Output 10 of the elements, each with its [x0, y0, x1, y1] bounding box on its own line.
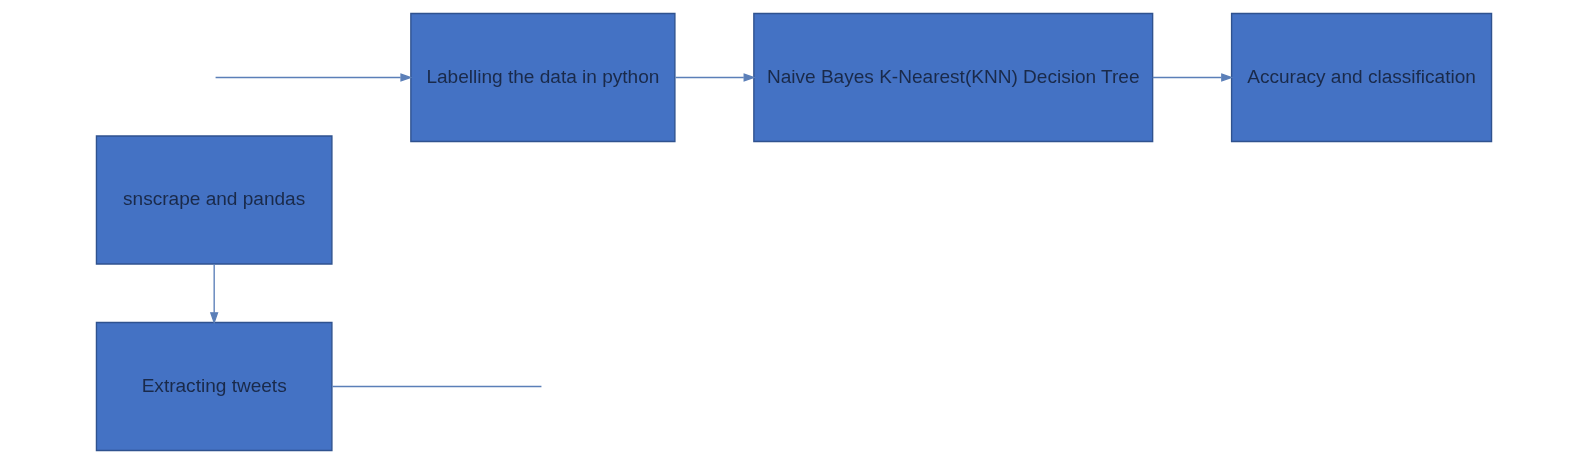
- node-box: Accuracy and classification: [1230, 12, 1493, 143]
- connector: [331, 385, 543, 388]
- arrow: [674, 73, 756, 82]
- arrow: [209, 263, 219, 325]
- node-box: snscrape and pandas: [95, 135, 333, 265]
- arrow: [214, 73, 413, 82]
- node-box: Naive Bayes K-Nearest(KNN) Decision Tree: [753, 12, 1154, 143]
- node-box: Extracting tweets: [95, 321, 333, 452]
- arrow: [1152, 73, 1234, 82]
- node-box: Labelling the data in python: [410, 12, 676, 143]
